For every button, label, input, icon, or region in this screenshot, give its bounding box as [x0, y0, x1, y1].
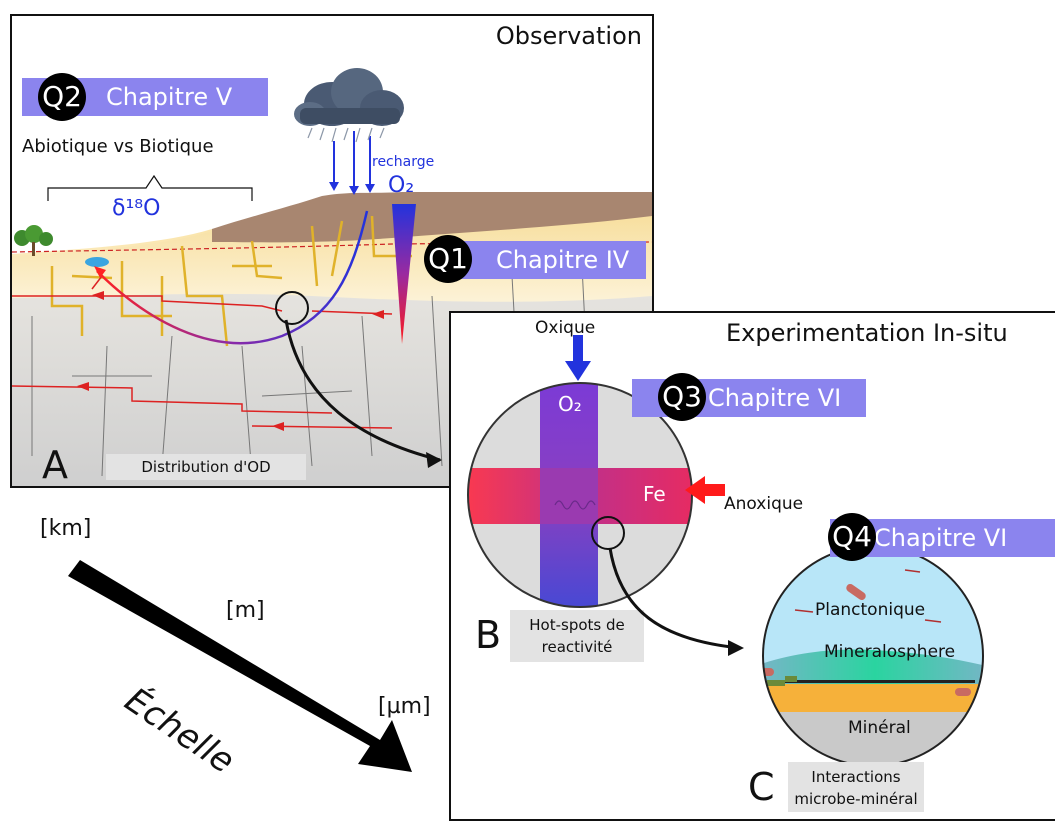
anoxique-arrow-icon [685, 476, 725, 504]
o2-channel-label: O₂ [558, 392, 582, 416]
zoom-connector-arrows [284, 319, 744, 656]
q4-badge: Q4 [828, 513, 876, 561]
scale-km-label: [km] [40, 516, 92, 541]
microbe-mineral-diagram [762, 545, 984, 767]
rain-cloud-icon [294, 68, 404, 143]
reactivity-hotspot-diagram [467, 382, 693, 608]
panel-b-title: Experimentation In-situ [726, 319, 1008, 347]
panel-a-caption: Distribution d'OD [106, 454, 306, 480]
oxique-label: Oxique [535, 318, 596, 338]
mineral-label: Minéral [848, 718, 911, 738]
o2-label: O₂ [388, 173, 415, 198]
q1-badge: Q1 [424, 235, 472, 283]
recharge-label: recharge [372, 154, 435, 170]
scale-arrow-icon [68, 560, 412, 772]
fe-label: Fe [643, 482, 666, 506]
planctonique-label: Planctonique [815, 600, 926, 620]
abiotic-biotic-text: Abiotique vs Biotique [22, 136, 214, 157]
panel-a-title: Observation [495, 22, 642, 50]
mineralosphere-label: Mineralosphere [824, 642, 956, 662]
anoxique-label: Anoxique [724, 494, 804, 514]
panel-a-letter: A [42, 443, 68, 487]
oxique-arrow-icon [565, 335, 591, 381]
q3-badge: Q3 [658, 373, 706, 421]
trees-icon [14, 225, 53, 256]
q1-chapter-label: Chapitre IV [452, 241, 646, 279]
panel-c-letter: C [748, 765, 775, 809]
panel-b-letter: B [475, 613, 502, 657]
scale-um-label: [µm] [378, 694, 431, 719]
panel-b-caption: Hot-spots de reactivité [510, 610, 644, 662]
oxygen-gradient-wedge [392, 204, 416, 344]
delta-18o-label: δ¹⁸O [112, 196, 161, 221]
scale-m-label: [m] [226, 598, 265, 623]
q2-badge: Q2 [38, 73, 86, 121]
